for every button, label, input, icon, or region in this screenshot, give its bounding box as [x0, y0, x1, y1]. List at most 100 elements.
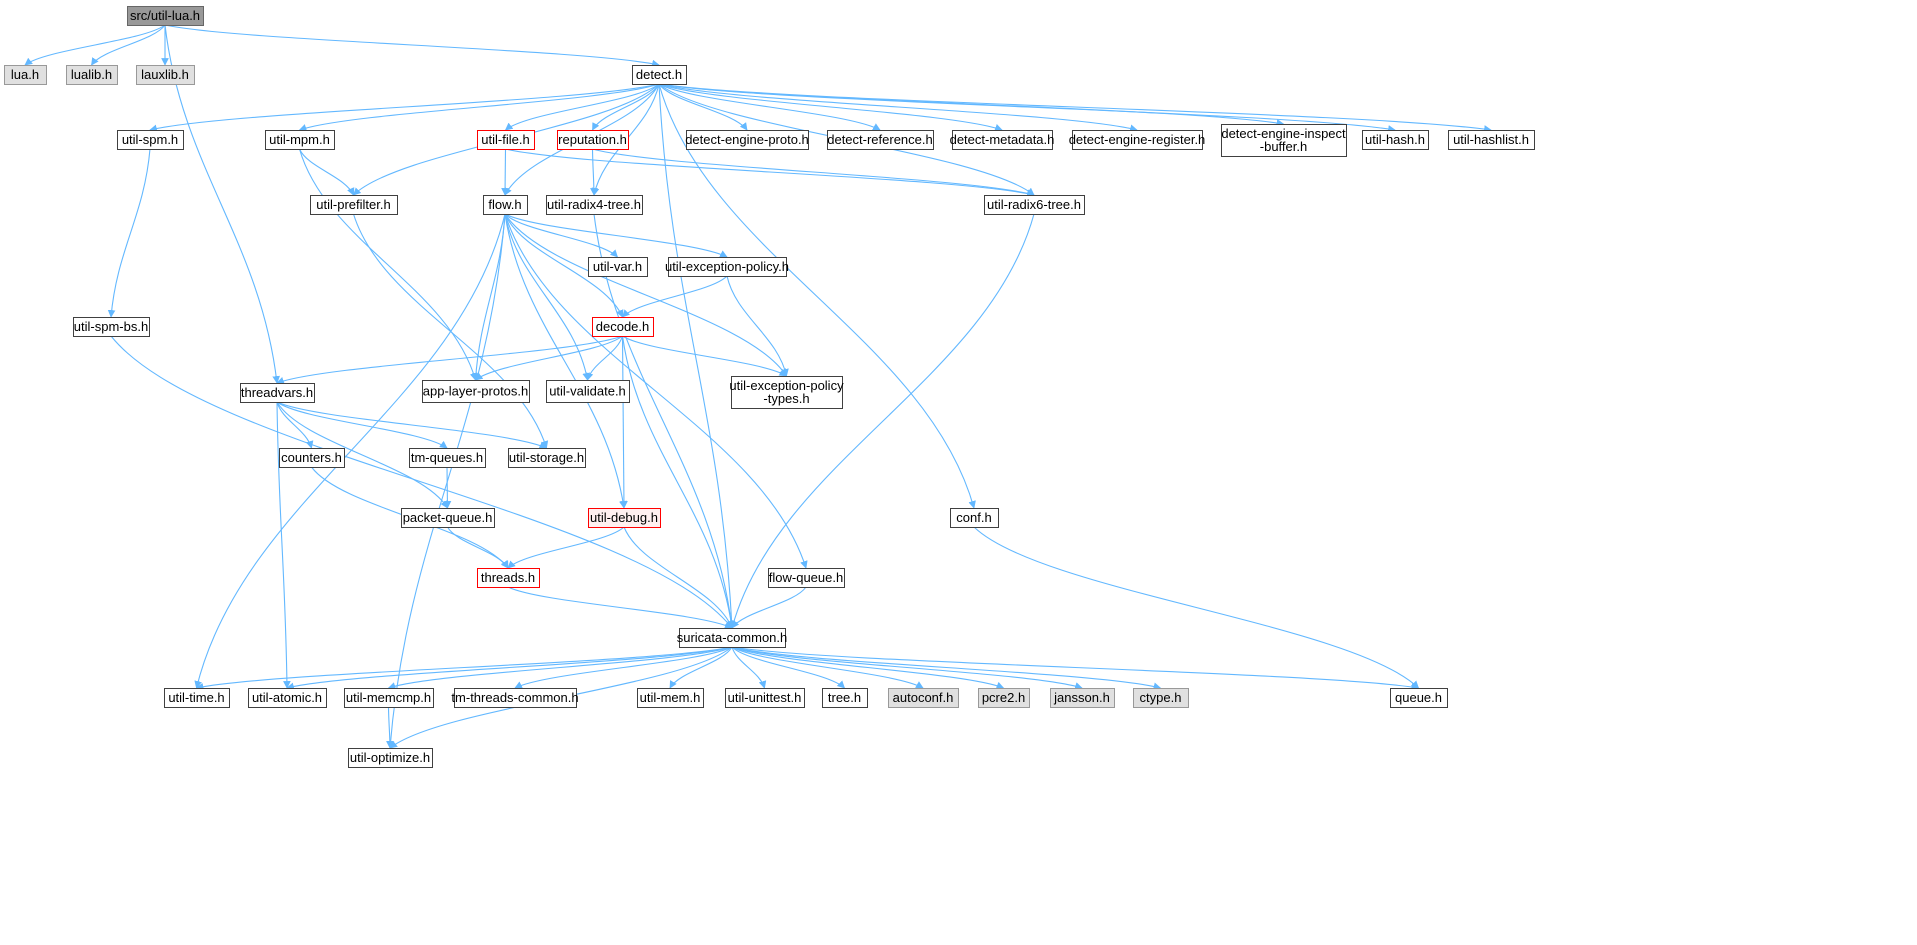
node-label-util-memcmp: util-memcmp.h [346, 690, 431, 705]
node-util-unittest[interactable]: util-unittest.h [725, 688, 805, 708]
node-label-autoconf: autoconf.h [893, 690, 954, 705]
node-label-detect-engine-inspect-buffer: -buffer.h [1260, 139, 1307, 154]
node-label-util-atomic: util-atomic.h [252, 690, 322, 705]
edge-decode-to-util-validate [585, 335, 624, 381]
edge-decode-to-threadvars [276, 335, 623, 385]
node-lualib[interactable]: lualib.h [66, 65, 118, 85]
node-box-detect-metadata [952, 130, 1053, 150]
node-util-spm[interactable]: util-spm.h [117, 130, 184, 150]
node-box-util-prefilter [310, 195, 398, 215]
node-packet-queue[interactable]: packet-queue.h [401, 508, 495, 528]
node-util-hash[interactable]: util-hash.h [1362, 130, 1429, 150]
node-label-tree: tree.h [828, 690, 861, 705]
node-app-layer-protos[interactable]: app-layer-protos.h [422, 380, 530, 403]
node-box-util-exception-policy-types [731, 376, 843, 409]
node-detect-engine-inspect-buffer[interactable]: detect-engine-inspect-buffer.h [1221, 124, 1347, 157]
node-util-spm-bs[interactable]: util-spm-bs.h [73, 317, 150, 337]
node-label-detect-engine-register: detect-engine-register.h [1069, 132, 1206, 147]
node-reputation[interactable]: reputation.h [557, 130, 629, 150]
node-suricata-common[interactable]: suricata-common.h [677, 628, 788, 648]
node-flow[interactable]: flow.h [483, 195, 528, 215]
node-box-util-spm-bs [73, 317, 150, 337]
node-box-detect-engine-inspect-buffer [1221, 124, 1347, 157]
node-label-reputation: reputation.h [558, 132, 627, 147]
node-util-file[interactable]: util-file.h [477, 130, 535, 150]
node-label-tm-queues: tm-queues.h [411, 450, 483, 465]
edge-util-radix4-tree-to-suricata-common [593, 213, 735, 629]
node-label-ctype: ctype.h [1140, 690, 1182, 705]
node-util-atomic[interactable]: util-atomic.h [248, 688, 327, 708]
node-box-util-storage [508, 448, 586, 468]
node-queue[interactable]: queue.h [1390, 688, 1448, 708]
node-util-exception-policy-types[interactable]: util-exception-policy-types.h [729, 376, 844, 409]
node-threads[interactable]: threads.h [477, 568, 540, 588]
node-box-util-lua [127, 6, 204, 26]
node-util-optimize[interactable]: util-optimize.h [348, 748, 433, 768]
edge-util-mpm-to-app-layer-protos [298, 148, 478, 381]
node-util-var[interactable]: util-var.h [588, 257, 648, 277]
node-tm-queues[interactable]: tm-queues.h [409, 448, 486, 468]
edge-threadvars-to-counters [276, 401, 314, 449]
node-jansson[interactable]: jansson.h [1050, 688, 1115, 708]
edge-suricata-common-to-jansson [731, 646, 1083, 690]
edge-detect-to-reputation [592, 83, 660, 131]
node-label-decode: decode.h [596, 319, 650, 334]
node-lua[interactable]: lua.h [4, 65, 47, 85]
node-pcre2[interactable]: pcre2.h [978, 688, 1030, 708]
node-detect-engine-register[interactable]: detect-engine-register.h [1069, 130, 1206, 150]
node-tree[interactable]: tree.h [822, 688, 868, 708]
edge-detect-to-conf [658, 83, 976, 509]
edge-suricata-common-to-util-atomic [286, 646, 733, 691]
node-detect[interactable]: detect.h [632, 65, 687, 85]
node-util-radix6-tree[interactable]: util-radix6-tree.h [984, 195, 1085, 215]
node-label-util-storage: util-storage.h [509, 450, 584, 465]
node-decode[interactable]: decode.h [592, 317, 654, 337]
edge-detect-to-util-mpm [298, 83, 660, 132]
node-autoconf[interactable]: autoconf.h [888, 688, 959, 708]
node-util-time[interactable]: util-time.h [164, 688, 230, 708]
node-box-detect-engine-proto [686, 130, 809, 150]
node-util-prefilter[interactable]: util-prefilter.h [310, 195, 398, 215]
node-util-storage[interactable]: util-storage.h [508, 448, 586, 468]
edge-util-file-to-util-radix6-tree [505, 148, 1035, 198]
node-tm-threads-common[interactable]: tm-threads-common.h [451, 688, 579, 708]
node-threadvars[interactable]: threadvars.h [240, 383, 315, 403]
node-util-exception-policy[interactable]: util-exception-policy.h [665, 257, 789, 277]
edge-threadvars-to-util-atomic [276, 401, 291, 689]
node-detect-metadata[interactable]: detect-metadata.h [950, 130, 1055, 150]
node-util-mpm[interactable]: util-mpm.h [265, 130, 335, 150]
node-box-util-hashlist [1448, 130, 1535, 150]
node-util-lua[interactable]: src/util-lua.h [127, 6, 204, 26]
node-label-queue: queue.h [1395, 690, 1442, 705]
node-detect-reference[interactable]: detect-reference.h [827, 130, 934, 150]
node-util-mem[interactable]: util-mem.h [637, 688, 704, 708]
node-util-debug[interactable]: util-debug.h [588, 508, 661, 528]
node-flow-queue[interactable]: flow-queue.h [768, 568, 845, 588]
node-util-hashlist[interactable]: util-hashlist.h [1448, 130, 1535, 150]
node-label-flow: flow.h [488, 197, 521, 212]
node-ctype[interactable]: ctype.h [1133, 688, 1189, 708]
node-detect-engine-proto[interactable]: detect-engine-proto.h [685, 130, 809, 150]
node-box-detect-engine-register [1072, 130, 1203, 150]
node-counters[interactable]: counters.h [279, 448, 345, 468]
node-util-radix4-tree[interactable]: util-radix4-tree.h [546, 195, 643, 215]
edge-reputation-to-util-radix4-tree [590, 148, 598, 196]
node-box-util-debug [588, 508, 661, 528]
node-box-ctype [1133, 688, 1189, 708]
edge-packet-queue-to-threads [447, 526, 509, 569]
node-layer: src/util-lua.h lua.h lualib.h lauxlib.h dete… [4, 6, 1535, 768]
node-box-app-layer-protos [422, 380, 530, 403]
edge-detect-to-detect-engine-register [658, 83, 1138, 133]
node-box-flow-queue [768, 568, 845, 588]
node-label-detect-reference: detect-reference.h [827, 132, 933, 147]
node-util-validate[interactable]: util-validate.h [546, 380, 630, 403]
node-conf[interactable]: conf.h [950, 508, 999, 528]
node-lauxlib[interactable]: lauxlib.h [136, 65, 195, 85]
node-box-detect [632, 65, 687, 85]
node-box-threads [477, 568, 540, 588]
node-label-tm-threads-common: tm-threads-common.h [451, 690, 578, 705]
node-util-memcmp[interactable]: util-memcmp.h [344, 688, 434, 708]
node-box-util-time [164, 688, 230, 708]
node-label-util-hash: util-hash.h [1365, 132, 1425, 147]
node-box-conf [950, 508, 999, 528]
